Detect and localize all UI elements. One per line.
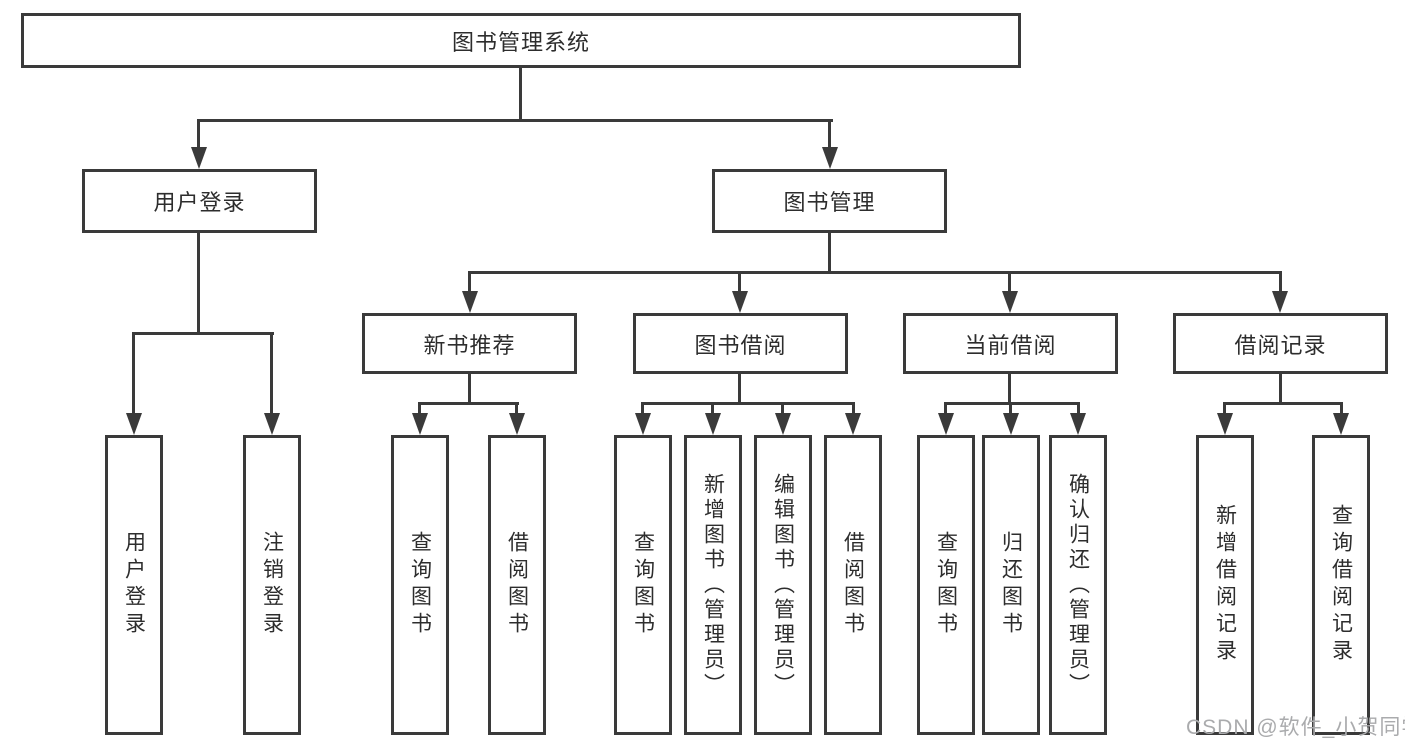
leaf-edit-books-admin: 编辑图书（管理员） (754, 435, 812, 735)
connector-line (1223, 402, 1343, 405)
leaf-add-borrow-record: 新增借阅记录 (1196, 435, 1254, 735)
connector-line (944, 402, 947, 415)
connector-line (738, 374, 741, 405)
arrow-down-icon (126, 413, 142, 435)
leaf-borrow-books: 借阅图书 (824, 435, 882, 735)
leaf-user-login: 用户登录 (105, 435, 163, 735)
connector-line (197, 119, 833, 122)
node-book-management: 图书管理 (712, 169, 947, 233)
leaf-borrow-books: 借阅图书 (488, 435, 546, 735)
arrow-down-icon (1217, 413, 1233, 435)
connector-line (711, 402, 714, 415)
connector-line (828, 119, 831, 149)
arrow-down-icon (732, 291, 748, 313)
connector-line (519, 66, 522, 121)
node-library-management-system: 图书管理系统 (21, 13, 1021, 68)
connector-line (828, 233, 831, 274)
arrow-down-icon (1070, 413, 1086, 435)
connector-line (468, 271, 471, 293)
leaf-query-borrow-record: 查询借阅记录 (1312, 435, 1370, 735)
watermark: CSDN @软件_小贺同学 (1186, 716, 1405, 739)
connector-line (418, 402, 519, 405)
arrow-down-icon (845, 413, 861, 435)
arrow-down-icon (822, 147, 838, 169)
node-new-book-recommendation: 新书推荐 (362, 313, 577, 374)
arrow-down-icon (191, 147, 207, 169)
leaf-query-books: 查询图书 (614, 435, 672, 735)
connector-line (418, 402, 421, 415)
connector-line (1340, 402, 1343, 415)
arrow-down-icon (412, 413, 428, 435)
connector-line (1279, 271, 1282, 293)
connector-line (641, 402, 644, 415)
connector-line (781, 402, 784, 415)
arrow-down-icon (775, 413, 791, 435)
arrow-down-icon (264, 413, 280, 435)
connector-line (270, 332, 273, 414)
connector-line (468, 374, 471, 405)
connector-line (468, 271, 1282, 274)
connector-line (515, 402, 518, 415)
node-borrowing-records: 借阅记录 (1173, 313, 1388, 374)
connector-line (1223, 402, 1226, 415)
connector-line (1009, 402, 1012, 415)
connector-line (944, 402, 1080, 405)
connector-line (1008, 374, 1011, 405)
node-book-borrowing: 图书借阅 (633, 313, 848, 374)
arrow-down-icon (635, 413, 651, 435)
connector-line (132, 332, 135, 414)
arrow-down-icon (1002, 291, 1018, 313)
connector-line (641, 402, 855, 405)
node-user-login: 用户登录 (82, 169, 317, 233)
connector-line (852, 402, 855, 415)
leaf-logout: 注销登录 (243, 435, 301, 735)
connector-line (1279, 374, 1282, 405)
leaf-query-books: 查询图书 (917, 435, 975, 735)
connector-line (132, 332, 274, 335)
connector-line (1077, 402, 1080, 415)
connector-line (197, 119, 200, 149)
arrow-down-icon (705, 413, 721, 435)
arrow-down-icon (938, 413, 954, 435)
arrow-down-icon (509, 413, 525, 435)
connector-line (738, 271, 741, 293)
arrow-down-icon (1003, 413, 1019, 435)
arrow-down-icon (1272, 291, 1288, 313)
node-current-borrowing: 当前借阅 (903, 313, 1118, 374)
leaf-query-books: 查询图书 (391, 435, 449, 735)
connector-line (1008, 271, 1011, 293)
leaf-add-books-admin: 新增图书（管理员） (684, 435, 742, 735)
connector-line (197, 233, 200, 335)
leaf-confirm-return-admin: 确认归还（管理员） (1049, 435, 1107, 735)
arrow-down-icon (462, 291, 478, 313)
arrow-down-icon (1333, 413, 1349, 435)
leaf-return-books: 归还图书 (982, 435, 1040, 735)
